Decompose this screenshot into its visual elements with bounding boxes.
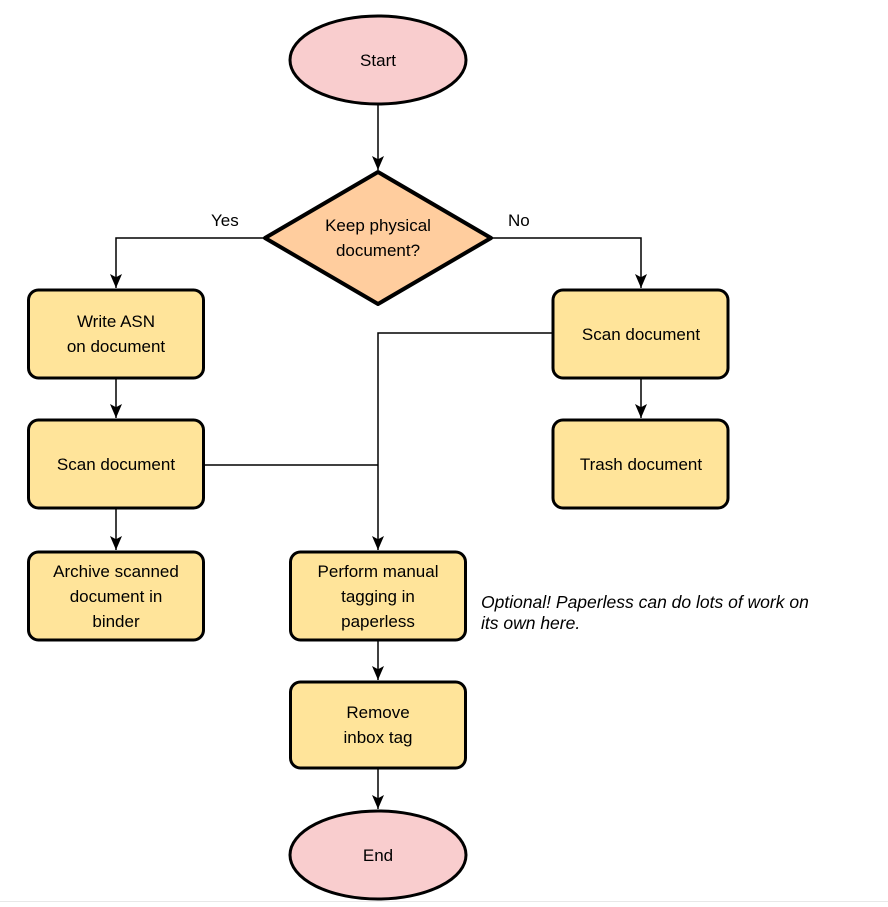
- edge-decision-no-to-scan-right: [491, 237, 647, 288]
- node-archive-shape: [27, 550, 205, 642]
- node-end-shape: [288, 809, 468, 901]
- edge-decision-yes-to-write-asn: [110, 237, 265, 288]
- node-write-asn-shape: [27, 288, 205, 380]
- edge-scan-right-to-perform-tagging: [372, 332, 553, 550]
- node-scan-document-left-shape: [27, 418, 205, 510]
- node-start-shape: [288, 14, 468, 106]
- annotation-optional-note: Optional! Paperless can do lots of work …: [481, 592, 809, 633]
- edge-label-yes: Yes: [211, 211, 239, 230]
- node-trash-document-shape: [551, 418, 730, 510]
- edge-label-no: No: [508, 211, 530, 230]
- node-scan-document-right-shape: [551, 288, 730, 380]
- node-decision-shape: [263, 170, 493, 306]
- node-remove-inbox-shape: [289, 680, 467, 770]
- node-perform-tagging-shape: [289, 550, 467, 642]
- bottom-separator-line: [0, 901, 888, 902]
